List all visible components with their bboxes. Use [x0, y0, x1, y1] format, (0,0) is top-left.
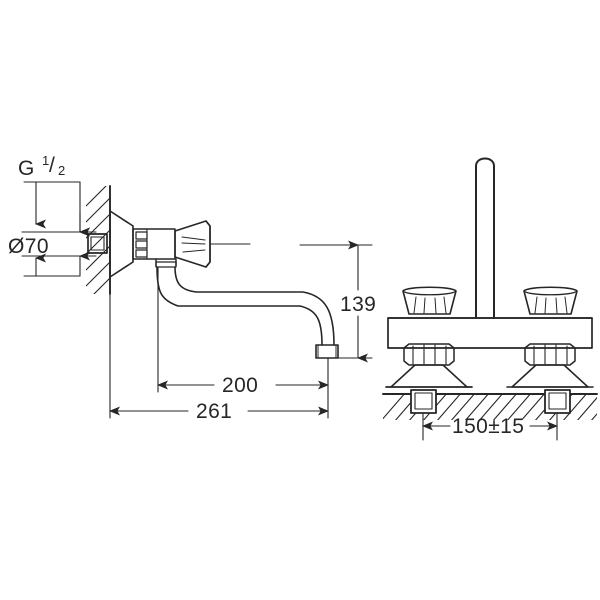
- mixer-body-bar: [387, 317, 593, 349]
- label-height-139: 139: [340, 293, 376, 316]
- dimension-height-139: [299, 240, 373, 363]
- label-thread-slash: /: [49, 154, 55, 177]
- dimension-thread-g-half: [23, 181, 90, 237]
- wall-fitting-right: [544, 389, 571, 414]
- handle-left-front: [402, 286, 457, 315]
- label-thread-g-half: G 1 / 2: [18, 153, 66, 180]
- spout-neck: [155, 258, 177, 268]
- label-total-reach-261: 261: [196, 400, 232, 423]
- escutcheon-right-front: [506, 364, 594, 388]
- handle-side: [174, 220, 251, 268]
- label-thread-denominator: 2: [58, 163, 66, 178]
- escutcheon-left-front: [385, 364, 473, 388]
- dimension-reach-200: [157, 267, 329, 393]
- valve-body-side: [132, 228, 176, 260]
- hex-nut-right: [524, 343, 576, 366]
- dimension-diameter-70: [21, 211, 97, 277]
- label-thread-numerator: 1: [42, 153, 50, 168]
- swivel-spout: [156, 266, 335, 346]
- label-centers-150: 150±15: [452, 415, 524, 438]
- label-diameter-70: Ø70: [8, 235, 49, 258]
- hex-nut-left: [403, 343, 455, 366]
- handle-right-front: [523, 286, 578, 315]
- label-reach-200: 200: [222, 374, 258, 397]
- riser-pipe: [475, 157, 495, 319]
- escutcheon-cone-side: [109, 210, 134, 278]
- inlet-connector: [87, 233, 108, 254]
- wall-hatching-side: [86, 186, 110, 294]
- dimension-total-reach-261: [109, 277, 329, 419]
- dimension-centers-150: [422, 412, 558, 441]
- label-thread-letter: G: [18, 157, 35, 180]
- wall-fitting-left: [410, 389, 437, 414]
- spout-aerator: [315, 344, 339, 359]
